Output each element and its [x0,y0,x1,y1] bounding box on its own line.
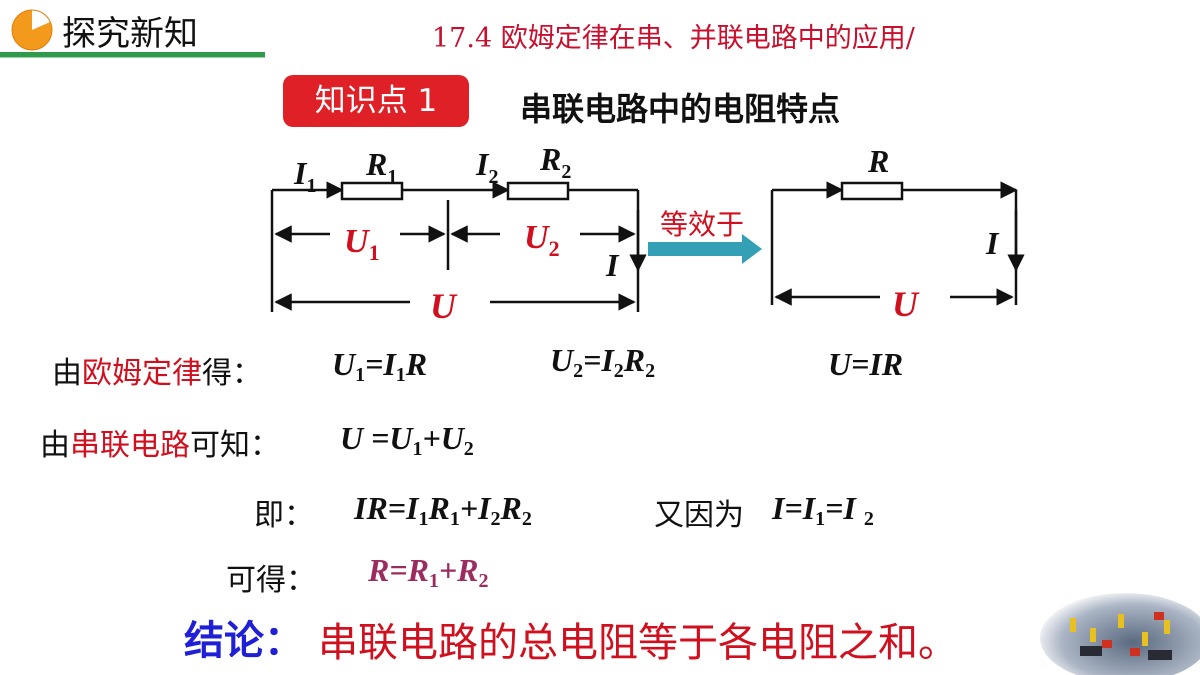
topic-heading: 串联电路中的电阻特点 [520,90,841,128]
also-because-label: 又因为 [654,498,744,533]
equation-voltage-sum: U =U1+U2 [340,420,474,460]
voltage-u-label: U [430,286,458,326]
resistor-r2-label: R2 [539,141,571,183]
equation-u1: U1=I1R [332,346,428,386]
current-i2-label: I2 [475,146,498,188]
current-i1-label: I1 [293,155,316,197]
section-title: 探究新知 [62,14,198,54]
voltage-u1-label: U1 [344,223,380,265]
resistor-r-label: R [867,143,889,179]
lesson-title: 17.4 欧姆定律在串、并联电路中的应用/ [432,23,915,54]
equation-resistance-sum: R=R1+R2 [368,552,489,592]
equation-u: U=IR [828,346,904,382]
equation-current-equal: I=I1=I 2 [772,490,874,530]
conclusion-heading: 结论： [184,618,304,664]
knowledge-point-badge: 知识点 1 [283,75,469,127]
equation-u2: U2=I2R2 [550,342,656,382]
equivalent-label: 等效于 [660,208,744,241]
therefore-label: 可得： [226,563,316,598]
resistor-r2 [506,181,570,201]
equivalent-arrow-icon [648,234,762,264]
current-i-right-label: I [985,225,1000,261]
voltage-u2-label: U2 [524,219,560,261]
series-circuit-line: 由串联电路可知： [40,428,280,463]
equation-ir-sum: IR=I1R1+I2R2 [354,490,532,530]
circuit-diagram: I1 R1 I2 R2 U1 U2 I U R I U 等效于 [270,141,1025,326]
resistor-r [840,181,904,201]
header-underline-shadow [0,57,265,58]
circuit-board-image-icon [1040,593,1200,675]
pie-logo-icon [11,9,53,51]
series-circuit [270,181,647,312]
equivalent-circuit [770,181,1025,306]
header-underline [0,52,265,57]
conclusion-text: 串联电路的总电阻等于各电阻之和。 [318,620,958,666]
resistor-r1-label: R1 [365,146,397,188]
current-i-label: I [605,247,620,283]
ohm-law-line: 由欧姆定律得： [52,356,262,391]
voltage-u-right-label: U [892,284,920,324]
that-is-label: 即： [254,498,314,533]
